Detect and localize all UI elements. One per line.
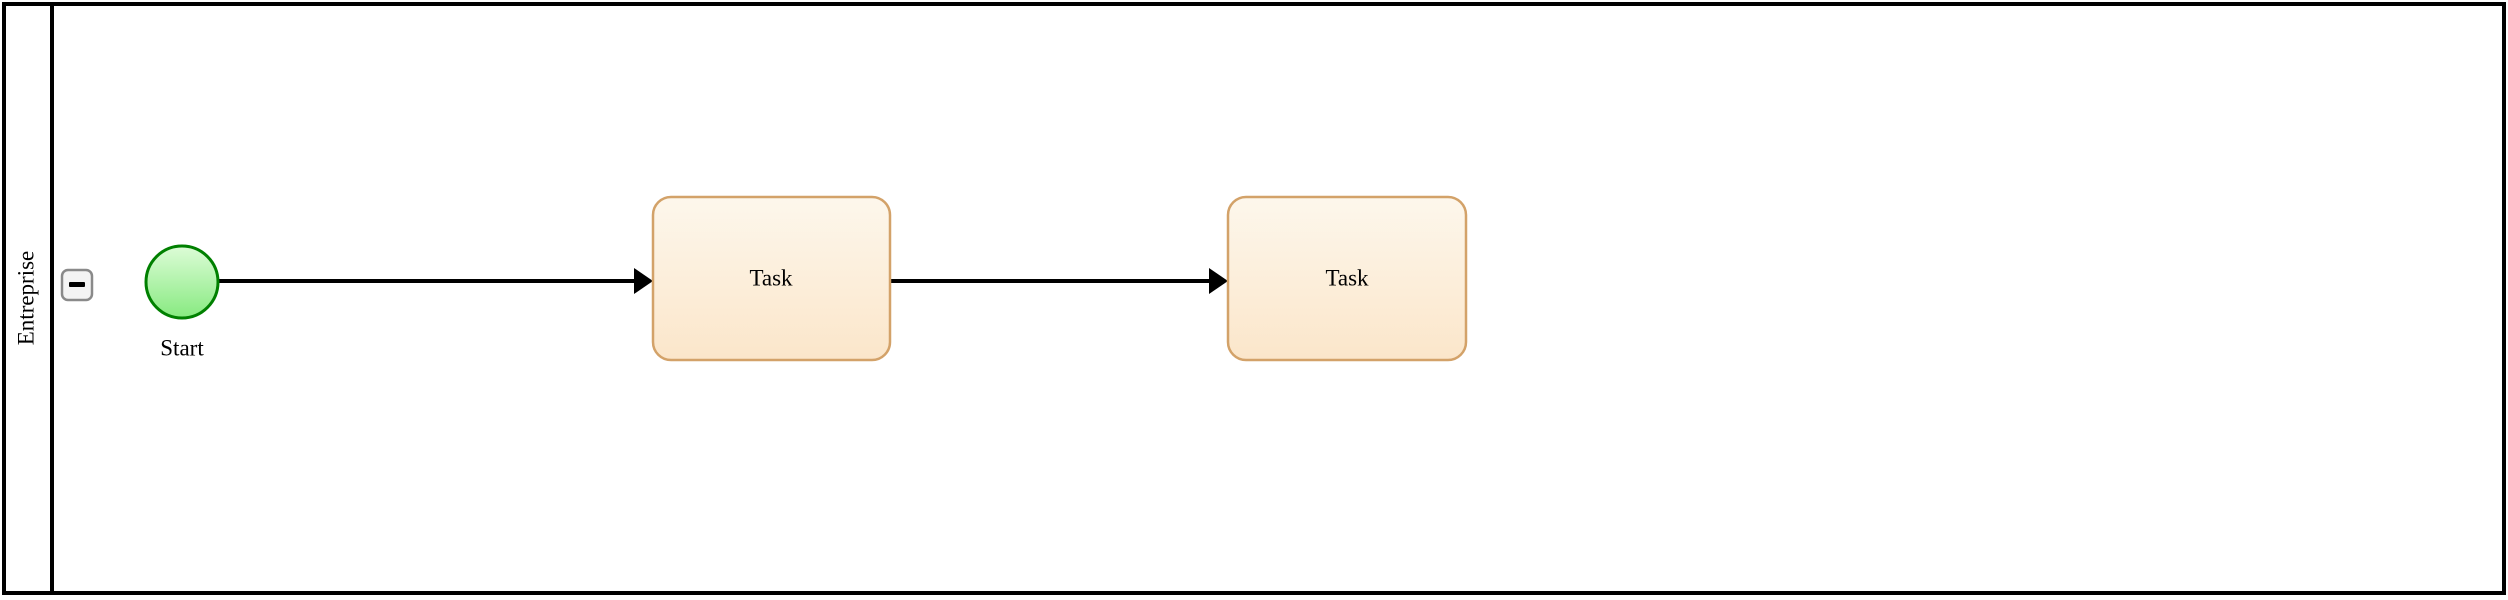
sequence-flow-start-to-task1[interactable] (219, 268, 653, 294)
arrowhead-icon (1209, 268, 1228, 294)
task-1-box (651, 195, 892, 362)
task-node-2[interactable]: Task (1226, 195, 1468, 362)
pool-collapse-button[interactable] (60, 268, 94, 302)
task-node-1[interactable]: Task (651, 195, 892, 362)
task-2-box (1226, 195, 1468, 362)
minus-icon (69, 282, 85, 287)
arrowhead-icon (634, 268, 653, 294)
task-2-label: Task (1325, 265, 1369, 290)
pool-label: Entreprise (13, 251, 38, 346)
sequence-flow-task1-to-task2[interactable] (891, 268, 1228, 294)
start-event-node[interactable]: Start (144, 244, 220, 360)
start-event-label: Start (160, 335, 204, 360)
start-event-circle (144, 244, 220, 320)
task-1-label: Task (749, 265, 793, 290)
